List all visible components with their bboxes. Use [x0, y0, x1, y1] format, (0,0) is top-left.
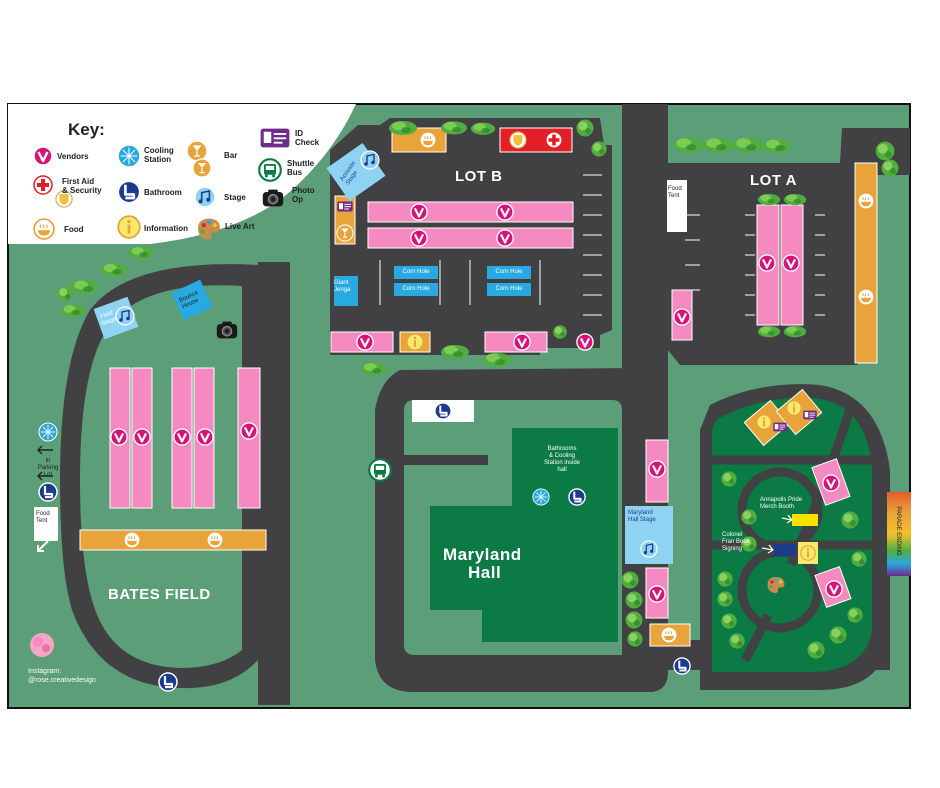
food-tent-a-box: [667, 180, 687, 232]
key-label-id-check: ID Check: [295, 129, 320, 147]
giant-jenga-box: [334, 276, 358, 306]
bathroom-icon: [117, 180, 141, 204]
bates-field-grass: [80, 285, 242, 668]
corn-hole-3: Corn Hole: [487, 266, 531, 279]
shuttle-bus-icon: [258, 158, 282, 182]
map-icons: [30, 131, 875, 692]
key-label-information: Information: [144, 224, 188, 233]
key-label-shuttle: Shuttle Bus: [287, 159, 315, 177]
key-label-food: Food: [64, 225, 84, 234]
merch-booth-box: [792, 514, 818, 526]
cooling-station-icon: [117, 144, 141, 168]
maryland-hall-label-2: Hall: [468, 563, 502, 582]
key-label-vendors: Vendors: [57, 152, 89, 161]
information-icon: [117, 215, 141, 239]
food-tent-arrow: [37, 540, 49, 552]
vendor-v-icon: [33, 146, 53, 166]
book-signing-box: [774, 544, 796, 556]
food-tent-bates-label: Food Tent: [36, 511, 50, 524]
stage-icon: [194, 186, 216, 208]
key-label-bathroom: Bathroom: [144, 188, 182, 197]
direction-arrows: [37, 445, 53, 481]
corn-hole-2: Corn Hole: [394, 283, 438, 296]
lot-b-label: LOT B: [455, 168, 503, 185]
lot-b-parking-stripes: [379, 174, 602, 316]
bounce-house-box: [171, 279, 213, 321]
parade-ending-banner: [887, 492, 911, 576]
key-title: Key:: [68, 120, 105, 139]
key-label-first-aid: First Aid & Security: [62, 177, 102, 195]
key-label-live-art: Live Art: [225, 222, 255, 231]
first-aid-security-icon: [33, 175, 53, 195]
in-parking-lot-label: In Parking Lot: [37, 458, 59, 478]
food-tent-bates-box: [34, 507, 58, 541]
instagram-credit: Instagram: @rose.creativedesign: [28, 668, 96, 684]
merch-booth-label: Annapolis Pride Merch Booth: [760, 497, 803, 510]
key-label-bar: Bar: [224, 151, 238, 160]
maryland-hall-label-1: Maryland: [443, 545, 522, 564]
maryland-hall-stage-label: Maryland Hall Stage: [628, 510, 656, 523]
food-tent-a-label: Food Tent: [668, 186, 682, 199]
parade-ending-label: PARADE ENDING: [895, 506, 901, 556]
bates-field-label: BATES FIELD: [108, 586, 211, 603]
book-signing-label: Colonel Fran Book Signing: [722, 532, 750, 552]
key-label-cooling: Cooling Station: [144, 146, 174, 164]
key-label-photo: Photo Op: [292, 186, 315, 204]
lot-a-label: LOT A: [750, 172, 797, 189]
bathrooms-inside-label: Bathrooms & Cooling Station inside hall: [543, 446, 581, 473]
park-lawns: [752, 482, 808, 618]
bar-icon: [186, 140, 208, 162]
maryland-hall-building: [430, 428, 618, 642]
main-road: [622, 104, 668, 376]
giant-jenga-label: Giant Jenga: [334, 280, 351, 293]
key-label-stage: Stage: [224, 193, 246, 202]
merch-arrow: [781, 514, 793, 524]
corn-hole-1: Corn Hole: [394, 266, 438, 279]
book-arrow: [761, 544, 774, 554]
id-check-icon: [260, 128, 290, 148]
corn-hole-4: Corn Hole: [487, 283, 531, 296]
photo-op-icon: [262, 188, 284, 208]
food-icon: [33, 218, 55, 240]
